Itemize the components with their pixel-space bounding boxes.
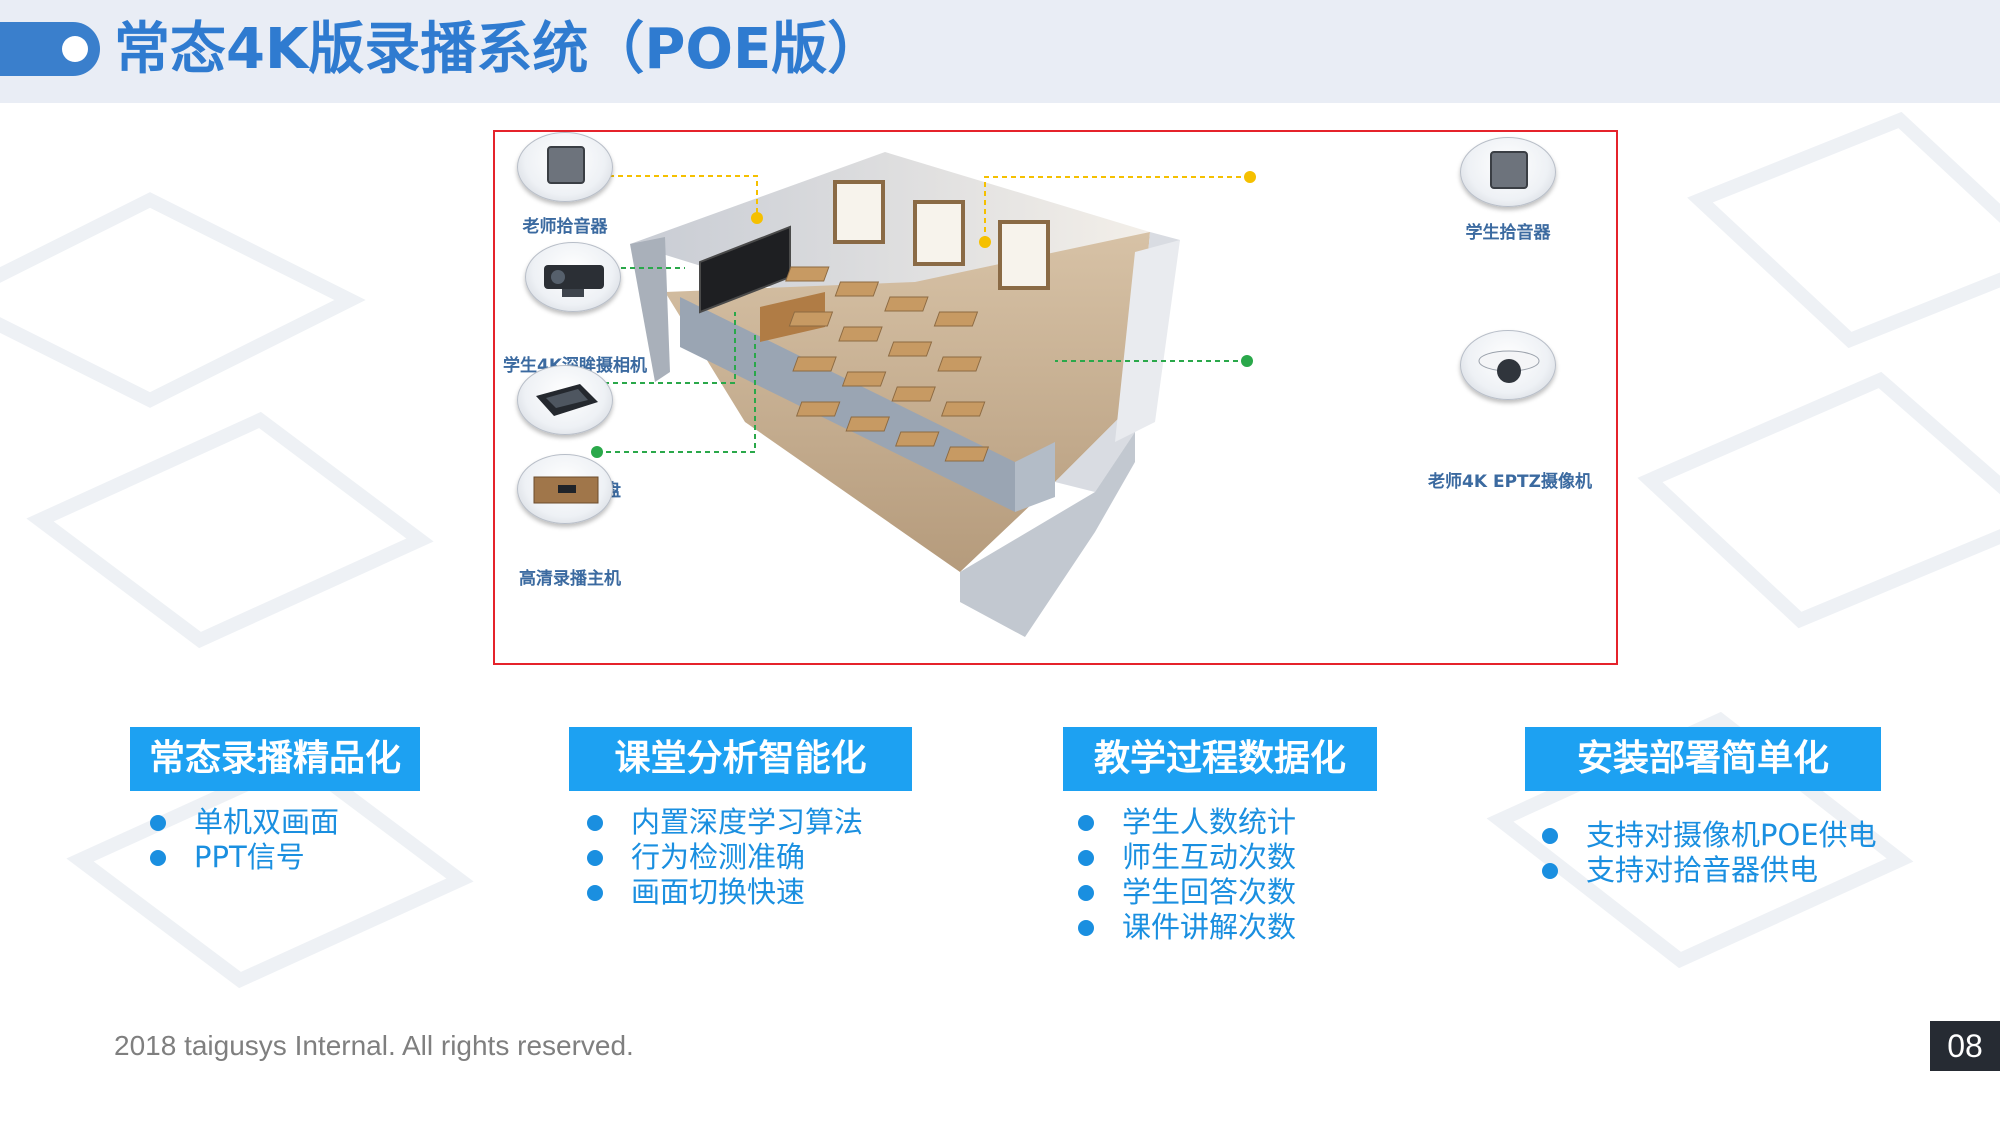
feature-list-deployment: 支持对摄像机POE供电 支持对拾音器供电 xyxy=(1540,818,1877,888)
teacher-microphone-label: 老师拾音器 xyxy=(522,217,608,237)
feature-list-recording: 单机双画面 PPT信号 xyxy=(148,805,339,875)
list-item: 师生互动次数 xyxy=(1076,840,1296,875)
camera-icon xyxy=(525,242,621,312)
list-item: 内置深度学习算法 xyxy=(585,805,863,840)
teacher-microphone-icon xyxy=(517,132,613,202)
list-item: 学生人数统计 xyxy=(1076,805,1296,840)
header-band xyxy=(0,0,2000,103)
feature-list-data: 学生人数统计 师生互动次数 学生回答次数 课件讲解次数 xyxy=(1076,805,1296,945)
bottom-wall xyxy=(960,432,1135,637)
list-item: 单机双画面 xyxy=(148,805,339,840)
list-item: 画面切换快速 xyxy=(585,875,863,910)
feature-title-data: 教学过程数据化 xyxy=(1063,727,1377,791)
feature-title-recording: 常态录播精品化 xyxy=(130,727,420,791)
recorder-host-icon xyxy=(517,454,613,524)
student-microphone-label: 学生拾音器 xyxy=(1465,223,1551,243)
page-number: 08 xyxy=(1930,1021,2000,1071)
dome-camera-icon xyxy=(1460,330,1556,400)
copyright-text: 2018 taigusys Internal. All rights reser… xyxy=(114,1030,634,1061)
list-item: 行为检测准确 xyxy=(585,840,863,875)
list-item: 支持对拾音器供电 xyxy=(1540,853,1877,888)
teacher-camera-label: 老师4K EPTZ摄像机 xyxy=(1428,472,1592,492)
front-wall xyxy=(680,297,1015,512)
list-item: 课件讲解次数 xyxy=(1076,910,1296,945)
feature-title-analysis: 课堂分析智能化 xyxy=(569,727,912,791)
list-item: 支持对摄像机POE供电 xyxy=(1540,818,1877,853)
keyboard-icon xyxy=(517,365,613,435)
title-marker-icon xyxy=(0,22,100,76)
feature-title-deployment: 安装部署简单化 xyxy=(1525,727,1881,791)
list-item: PPT信号 xyxy=(148,840,339,875)
windows xyxy=(833,180,1050,290)
classroom-diagram: 老师拾音器 学生拾音器 学生4K深眸摄相机 老师4K EPTZ摄像机 触摸控制键… xyxy=(493,130,1618,665)
list-item: 学生回答次数 xyxy=(1076,875,1296,910)
title-marker-dot xyxy=(62,36,88,62)
feature-list-analysis: 内置深度学习算法 行为检测准确 画面切换快速 xyxy=(585,805,863,910)
desks xyxy=(785,266,990,462)
student-microphone-icon xyxy=(1460,137,1556,207)
audio-connectors xyxy=(600,175,1250,242)
recording-host-label: 高清录播主机 xyxy=(519,569,621,589)
classroom-illustration xyxy=(589,152,1256,637)
page-title: 常态4K版录播系统（POE版） xyxy=(114,17,884,82)
left-wall xyxy=(630,237,670,382)
